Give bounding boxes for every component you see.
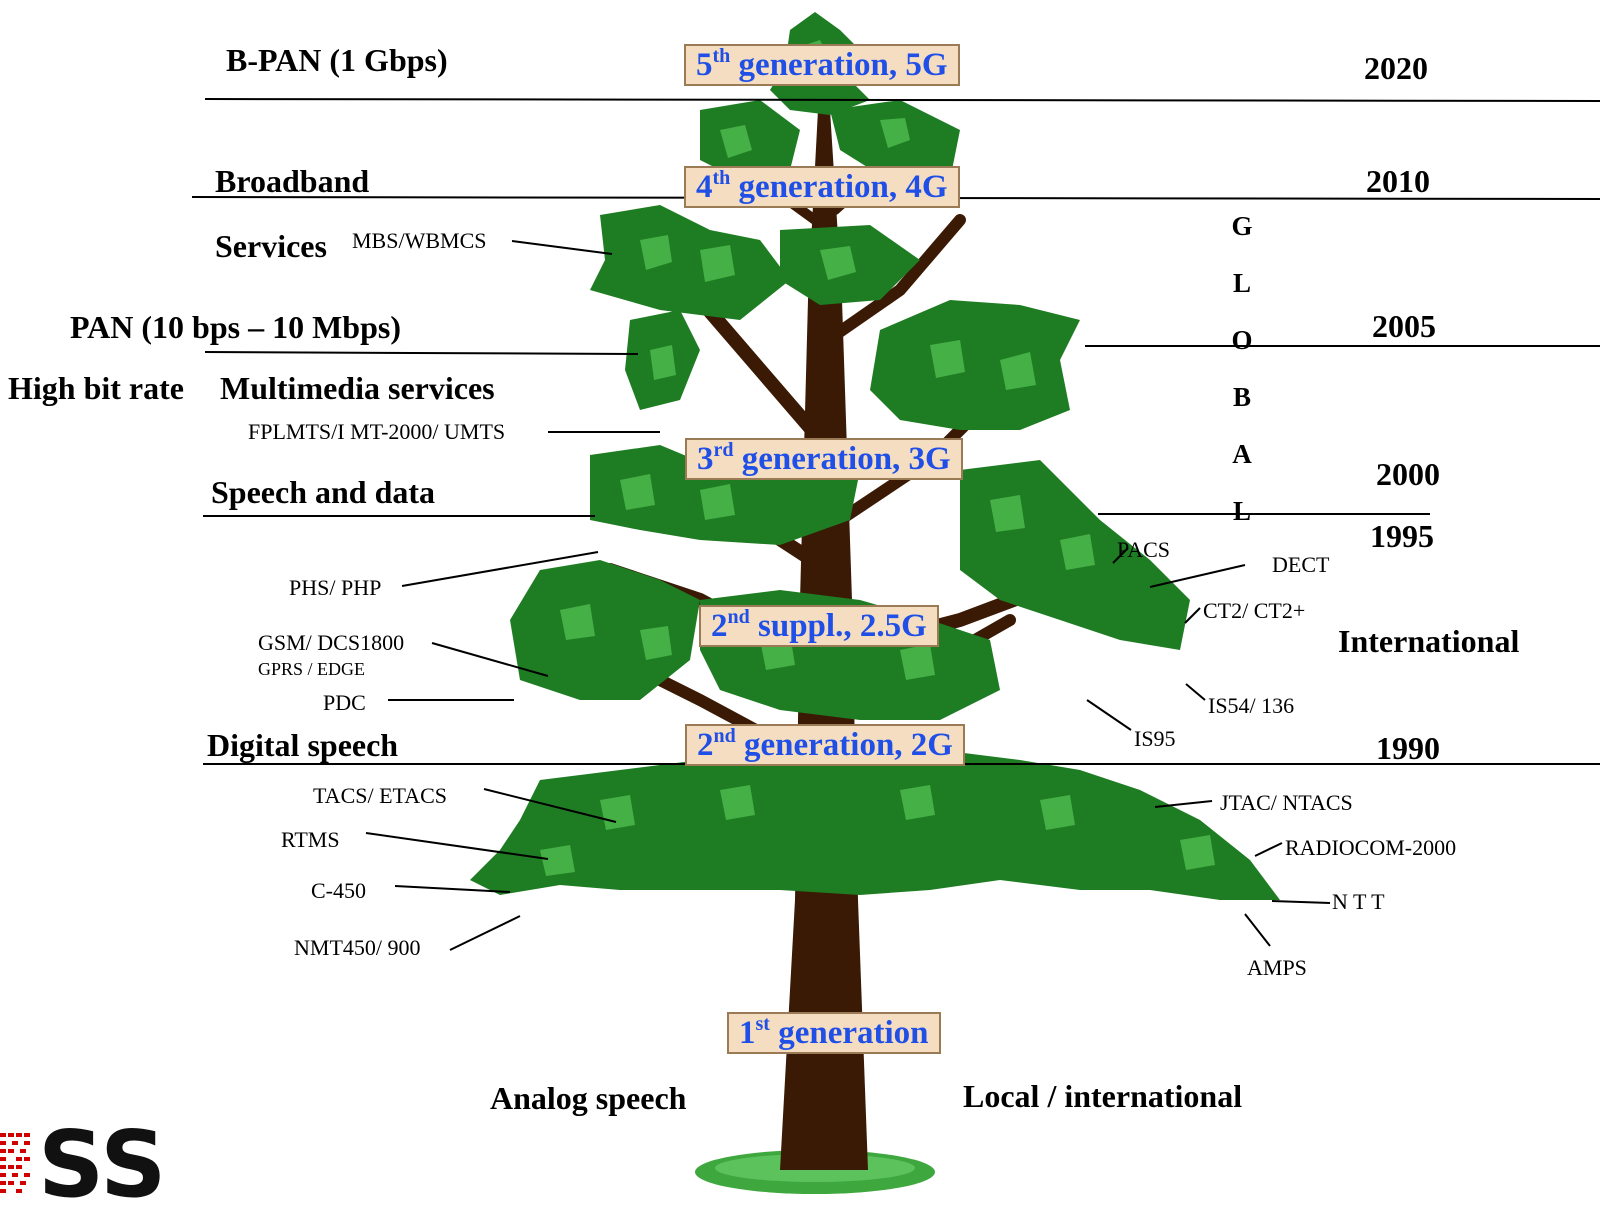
system-tacs: TACS/ ETACS bbox=[313, 783, 447, 808]
year-2010: 2010 bbox=[1366, 163, 1430, 199]
gen-label: generation bbox=[769, 1015, 929, 1051]
label-broadband: Broadband bbox=[215, 163, 370, 199]
system-radiocom: RADIOCOM-2000 bbox=[1285, 835, 1457, 860]
global-letter: G bbox=[1231, 211, 1253, 241]
system-phs: PHS/ PHP bbox=[289, 575, 382, 600]
label-pan: PAN (10 bps – 10 Mbps) bbox=[70, 309, 401, 345]
gen-number: 2 bbox=[697, 727, 714, 763]
leader-lines bbox=[365, 240, 1331, 951]
system-gprs: GPRS / EDGE bbox=[258, 659, 366, 679]
system-rtms: RTMS bbox=[281, 827, 340, 852]
gen-ordinal: nd bbox=[713, 725, 736, 747]
logo: SS bbox=[0, 1111, 180, 1218]
system-jtac: JTAC/ NTACS bbox=[1220, 790, 1353, 815]
system-amps: AMPS bbox=[1247, 955, 1307, 980]
tree-foliage bbox=[470, 12, 1280, 900]
gen-label: generation, 2G bbox=[735, 727, 953, 763]
generation-4g-box: 4th generation, 4G bbox=[684, 166, 960, 208]
year-2020: 2020 bbox=[1364, 50, 1428, 86]
system-nmt: NMT450/ 900 bbox=[294, 935, 421, 960]
gen-label: generation, 4G bbox=[730, 169, 948, 205]
year-1995: 1995 bbox=[1370, 518, 1434, 554]
logo-text: SS bbox=[38, 1111, 167, 1218]
generation-1g-box: 1st generation bbox=[727, 1012, 941, 1054]
gen-number: 5 bbox=[696, 47, 713, 83]
system-ntt: N T T bbox=[1332, 889, 1385, 914]
gen-ordinal: st bbox=[755, 1013, 770, 1035]
generation-3g-box: 3rd generation, 3G bbox=[685, 438, 963, 480]
tree-highlights bbox=[540, 40, 1215, 876]
label-bpan: B-PAN (1 Gbps) bbox=[226, 42, 448, 78]
system-pdc: PDC bbox=[323, 690, 366, 715]
global-letter: L bbox=[1232, 268, 1251, 298]
label-services: Services bbox=[215, 228, 327, 264]
global-letter: L bbox=[1232, 496, 1251, 526]
gen-label: suppl., 2.5G bbox=[749, 608, 927, 644]
year-2005: 2005 bbox=[1372, 308, 1436, 344]
generation-5g-box: 5th generation, 5G bbox=[684, 44, 960, 86]
year-1990: 1990 bbox=[1376, 730, 1440, 766]
gen-label: generation, 5G bbox=[730, 47, 948, 83]
year-2000: 2000 bbox=[1376, 456, 1440, 492]
system-fplmts: FPLMTS/I MT-2000/ UMTS bbox=[248, 419, 506, 444]
label-digital-speech: Digital speech bbox=[207, 727, 399, 763]
generation-2-5g-box: 2nd suppl., 2.5G bbox=[699, 605, 939, 647]
label-international: International bbox=[1338, 623, 1520, 659]
label-multimedia: Multimedia services bbox=[220, 370, 495, 406]
label-speech-data: Speech and data bbox=[211, 474, 436, 510]
logo-mark bbox=[0, 1133, 30, 1193]
system-is54: IS54/ 136 bbox=[1208, 693, 1295, 718]
system-is95: IS95 bbox=[1134, 726, 1176, 751]
gen-ordinal: th bbox=[712, 45, 731, 67]
gen-number: 4 bbox=[696, 169, 713, 205]
label-analog-speech: Analog speech bbox=[490, 1080, 687, 1116]
generation-2g-box: 2nd generation, 2G bbox=[685, 724, 965, 766]
gen-number: 3 bbox=[697, 441, 714, 477]
gen-number: 1 bbox=[739, 1015, 756, 1051]
global-letter: A bbox=[1232, 439, 1252, 469]
gen-ordinal: nd bbox=[727, 606, 750, 628]
gen-ordinal: th bbox=[712, 167, 731, 189]
gen-label: generation, 3G bbox=[733, 441, 951, 477]
label-local-international: Local / international bbox=[963, 1078, 1243, 1114]
label-high-bit-rate: High bit rate bbox=[8, 370, 184, 406]
system-gsm: GSM/ DCS1800 bbox=[258, 630, 405, 655]
gen-number: 2 bbox=[711, 608, 728, 644]
global-vertical-text: G L O B A L bbox=[1230, 198, 1254, 540]
global-letter: O bbox=[1231, 325, 1253, 355]
system-mbs: MBS/WBMCS bbox=[352, 228, 487, 253]
system-ct2: CT2/ CT2+ bbox=[1203, 598, 1306, 623]
global-letter: B bbox=[1232, 382, 1251, 412]
system-pacs: PACS bbox=[1117, 537, 1171, 562]
gen-ordinal: rd bbox=[713, 439, 734, 461]
system-dect: DECT bbox=[1272, 552, 1330, 577]
system-c450: C-450 bbox=[311, 878, 366, 903]
